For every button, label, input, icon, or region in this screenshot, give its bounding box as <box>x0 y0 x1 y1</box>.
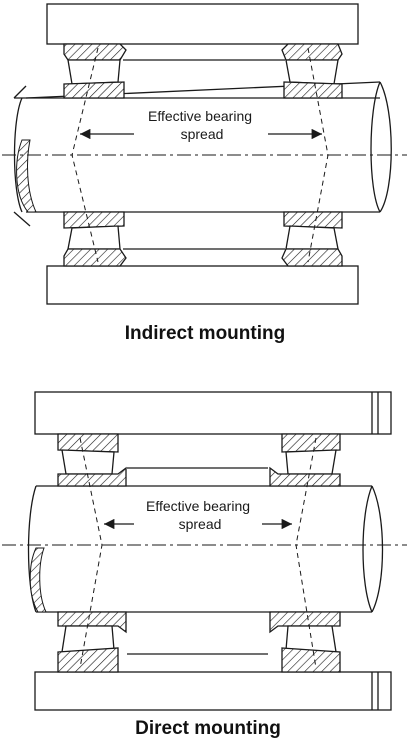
housing-bottom <box>34 671 392 711</box>
spread-label-line1: Effective bearing <box>146 498 250 514</box>
direct-mounting-figure: Effective bearing spread Direct mounting <box>2 391 407 739</box>
spread-label-line1: Effective bearing <box>148 108 252 124</box>
housing-top <box>46 3 359 45</box>
bearing-left-top <box>63 43 127 99</box>
shaft <box>13 81 392 227</box>
housing-bottom <box>46 265 359 305</box>
bearing-left-bottom <box>57 611 127 673</box>
spread-label-line2: spread <box>179 516 222 532</box>
housing-top <box>34 391 392 435</box>
bearing-left-top <box>57 433 127 487</box>
bearing-right-bottom <box>281 211 343 267</box>
indirect-mounting-figure: Effective bearing spread Indirect mounti… <box>2 3 407 344</box>
spread-label-line2: spread <box>181 126 224 142</box>
bearing-left-bottom <box>63 211 127 267</box>
bearing-right-bottom <box>269 611 341 673</box>
bearing-right-top <box>269 433 341 487</box>
bearing-right-top <box>281 43 343 99</box>
direct-caption: Direct mounting <box>135 718 281 739</box>
indirect-caption: Indirect mounting <box>125 323 285 344</box>
